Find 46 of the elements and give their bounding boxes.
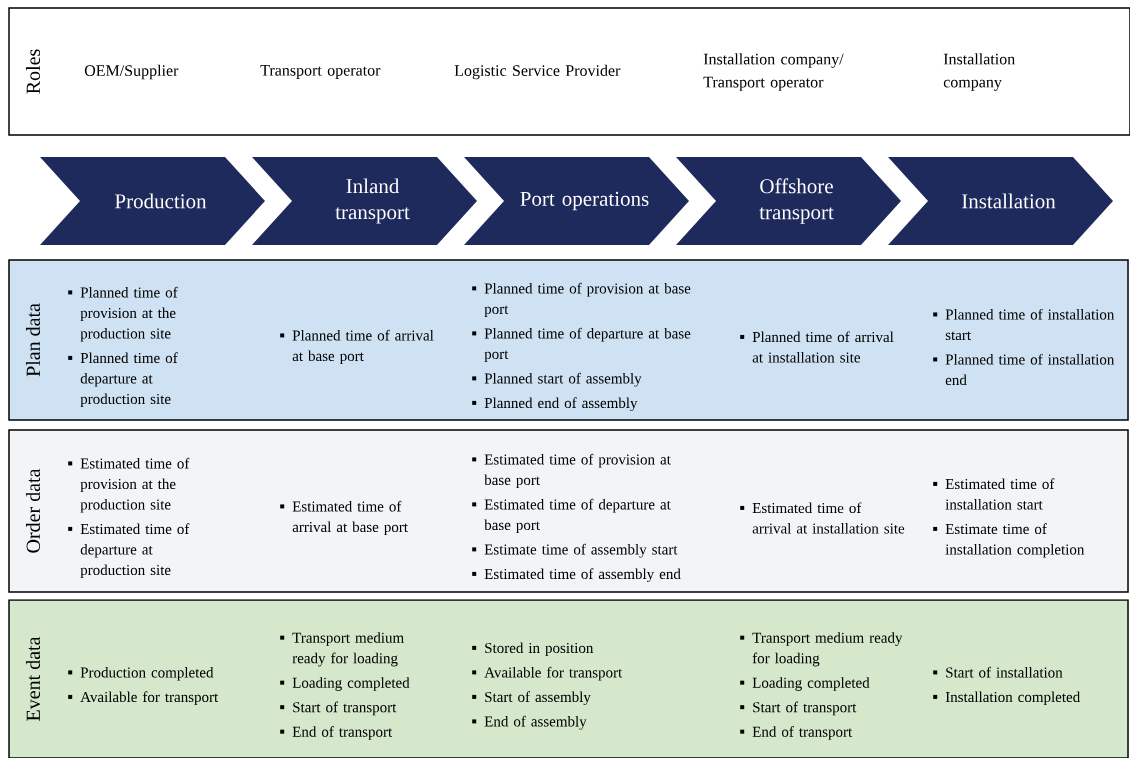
list-item: Estimated time of assembly end <box>484 568 681 583</box>
list-item: Available for transport <box>484 666 623 681</box>
list-item: End of transport <box>752 726 853 740</box>
list-item: Estimated time of provision at the production site <box>80 457 190 513</box>
list-item: Transport medium ready for loading <box>292 632 404 667</box>
list-item: Estimated time of provision at base port <box>484 453 671 489</box>
list-item: Production completed <box>80 667 214 681</box>
list-item: Estimated time of arrival at installation site <box>752 502 905 534</box>
list-item: Planned time of arrival at installation site <box>752 331 894 363</box>
role-label: Logistic Service Provider <box>454 64 621 80</box>
role-label: Transport operator <box>260 65 381 79</box>
list-item: Planned time of installation start <box>945 308 1115 341</box>
list-item: End of assembly <box>484 715 587 730</box>
list-item: Start of transport <box>753 701 857 716</box>
list-item: Estimate time of assembly start <box>484 543 678 558</box>
role-label: Installation company/ Transport operator <box>703 53 844 91</box>
process-step: Installation <box>888 157 1113 245</box>
list-item: Planned time of departure at production site <box>80 352 178 408</box>
list-item: Transport medium ready for loading <box>752 632 903 667</box>
list-item: Estimated time of departure at production site <box>80 523 190 579</box>
list-item: Planned time of installation end <box>945 353 1115 386</box>
list-item: Planned time of provision at base port <box>484 282 691 318</box>
list-item: Loading completed <box>292 677 410 691</box>
list-item: Installation completed <box>945 691 1080 706</box>
list-item: Estimated time of installation start <box>945 478 1055 510</box>
list-item: Available for transport <box>80 691 219 706</box>
list-item: End of transport <box>292 726 393 740</box>
list-item: Estimate time of installation completion <box>945 523 1085 558</box>
list-item: Loading completed <box>752 677 870 691</box>
process-step: Offshore transport <box>676 157 901 245</box>
list-item: Stored in position <box>485 642 594 657</box>
process-step: Inland transport <box>252 157 477 245</box>
list-item: Estimated time of arrival at base port <box>292 500 408 536</box>
list-item: Estimated time of departure at base port <box>484 498 671 534</box>
process-step: Production <box>40 157 265 245</box>
list-item: Start of installation <box>946 666 1063 678</box>
list-item: Planned time of departure at base port <box>484 327 691 363</box>
role-label: Installation company <box>943 53 1015 91</box>
list-item: Planned end of assembly <box>484 397 638 412</box>
list-item: Start of transport <box>293 701 397 716</box>
role-label: OEM/Supplier <box>84 64 179 80</box>
list-item: Planned time of provision at the production site <box>80 286 178 342</box>
list-item: Planned start of assembly <box>484 372 642 387</box>
list-item: Planned time of arrival at base port <box>292 329 434 365</box>
process-step: Port operations <box>464 157 689 245</box>
list-item: Start of assembly <box>485 691 591 706</box>
